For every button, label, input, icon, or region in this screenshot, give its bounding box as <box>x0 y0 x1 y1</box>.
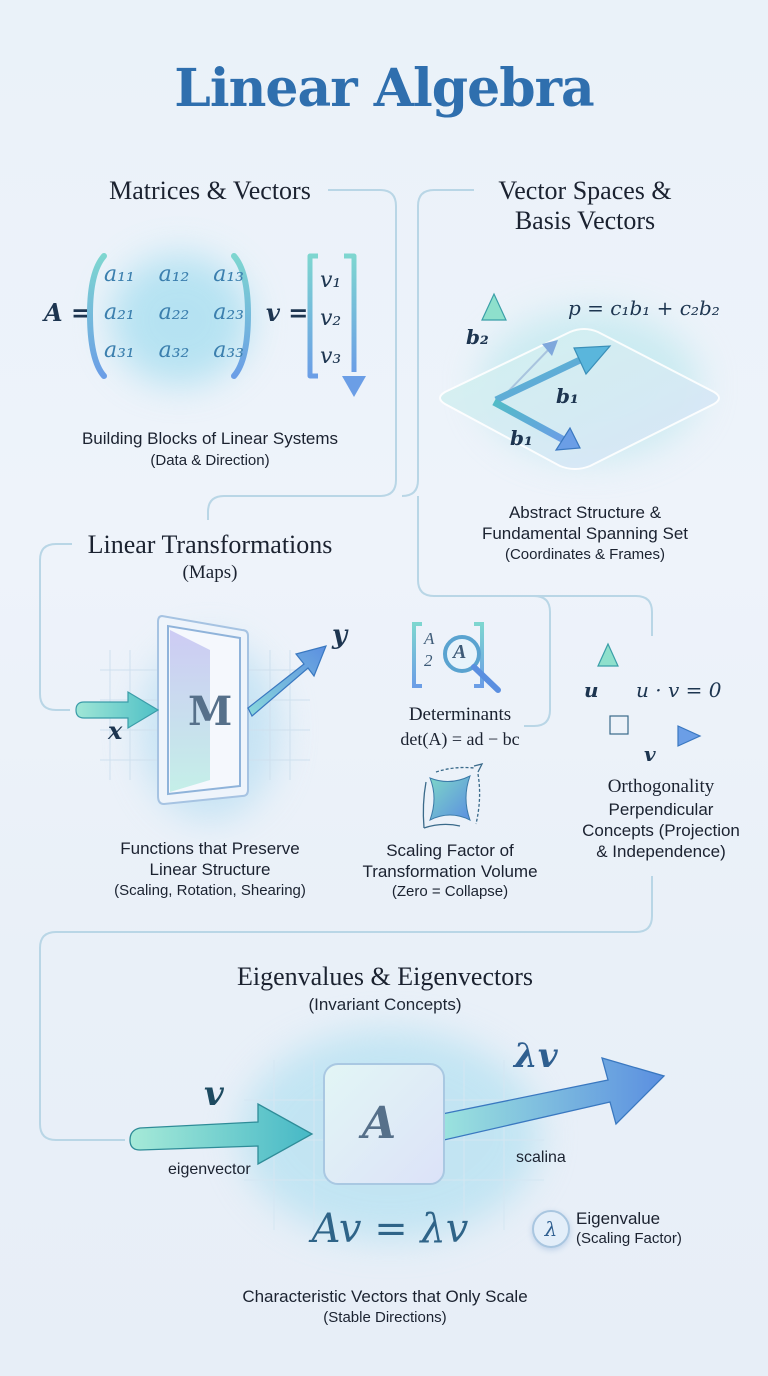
transformations-caption-sub: (Scaling, Rotation, Shearing) <box>114 882 306 899</box>
matrix-label: A = <box>44 298 92 327</box>
matrix-entry: a₂₂ <box>158 300 190 325</box>
vector-bracket-arrow-icon <box>307 253 366 397</box>
determinants-formula: det(A) = ad − bc <box>400 729 520 749</box>
transformations-heading: Linear Transformations <box>87 530 333 559</box>
eigenvalue-legend-1: Eigenvalue <box>576 1209 661 1228</box>
vector-spaces-heading-2: Basis Vectors <box>514 206 656 235</box>
matrix-entry: a₁₃ <box>213 262 244 287</box>
determinant-icon-letter: 2 <box>424 651 433 670</box>
vector-entry: v₃ <box>320 344 342 369</box>
eigen-transform-icon <box>129 1057 666 1230</box>
eigenvector-caption: eigenvector <box>168 1161 251 1178</box>
lambda-badge: λ <box>532 1210 570 1248</box>
output-y-label: y <box>332 620 348 650</box>
vector-entries: v₁ v₂ v₃ <box>320 262 341 376</box>
determinant-magnifier-icon <box>412 622 501 693</box>
eigenvalue-legend-2: (Scaling Factor) <box>576 1230 682 1247</box>
b1-upper-label: b₁ <box>556 384 579 408</box>
eigenvector-label: v <box>204 1074 224 1114</box>
scaling-caption: scalina <box>516 1149 566 1166</box>
vector-spaces-caption-1: Abstract Structure & <box>508 503 662 522</box>
b2-label: b₂ <box>466 325 489 349</box>
vector-spaces-formula: p = c₁b₁ + c₂b₂ <box>568 296 720 320</box>
eigen-heading-sub: (Invariant Concepts) <box>308 995 462 1014</box>
eigen-matrix-symbol: A <box>362 1098 397 1149</box>
matrix-entries: a₁₁ a₁₂ a₁₃ a₂₁ a₂₂ a₂₃ a₃₁ a₃₂ a₃₃ <box>104 262 244 376</box>
orthogonality-formula: u · v = 0 <box>636 678 722 702</box>
transformations-caption-2: Linear Structure <box>149 860 271 879</box>
volume-scaling-icon <box>422 763 484 829</box>
determinant-icon-letter: A <box>424 629 435 648</box>
v-label: v <box>644 742 656 766</box>
matrix-entry: a₁₂ <box>158 262 190 287</box>
eigen-caption-sub: (Stable Directions) <box>323 1309 447 1326</box>
determinant-icon-letters: A 2 <box>424 628 434 672</box>
matrix-entry: a₃₃ <box>213 338 244 363</box>
orthogonality-caption-2: Perpendicular <box>608 800 714 819</box>
matrix-entry: a₂₁ <box>104 300 135 325</box>
orthogonality-heading: Orthogonality <box>607 776 715 797</box>
vector-spaces-caption-2: Fundamental Spanning Set <box>481 524 689 543</box>
determinant-lens-letter: A <box>453 641 467 663</box>
transformation-matrix-icon <box>75 614 328 806</box>
matrices-caption-sub: (Data & Direction) <box>150 452 270 469</box>
matrices-heading: Matrices & Vectors <box>109 176 311 205</box>
orthogonality-caption-4: & Independence) <box>596 842 726 861</box>
basis-vectors-plane-icon <box>439 292 720 470</box>
vector-spaces-caption-sub: (Coordinates & Frames) <box>504 546 666 563</box>
b1-lower-label: b₁ <box>510 426 533 450</box>
vector-spaces-heading-1: Vector Spaces & <box>498 176 672 205</box>
determinants-caption-sub: (Zero = Collapse) <box>391 883 509 900</box>
page-title: Linear Algebra <box>174 58 594 119</box>
determinants-caption-2: Transformation Volume <box>362 862 538 881</box>
matrices-caption: Building Blocks of Linear Systems <box>81 429 339 448</box>
lambda-v-label: λv <box>514 1036 558 1076</box>
matrix-parentheses-icon <box>86 253 252 379</box>
eigen-equation: Av = λv <box>311 1206 469 1252</box>
eigen-caption: Characteristic Vectors that Only Scale <box>242 1287 528 1306</box>
transformation-matrix-symbol: M <box>188 688 233 735</box>
vector-entry: v₂ <box>320 306 342 331</box>
transformations-heading-sub: (Maps) <box>182 562 238 583</box>
matrix-entry: a₃₂ <box>158 338 190 363</box>
orthogonality-caption-3: Concepts (Projection <box>582 821 740 840</box>
matrix-entry: a₁₁ <box>104 262 135 287</box>
vector-entry: v₁ <box>320 268 342 293</box>
input-x-label: x <box>108 716 123 745</box>
eigen-heading: Eigenvalues & Eigenvectors <box>236 962 534 991</box>
determinants-heading: Determinants <box>408 704 512 725</box>
matrix-entry: a₂₃ <box>213 300 244 325</box>
vector-label: v = <box>266 298 309 327</box>
determinants-caption-1: Scaling Factor of <box>386 841 514 860</box>
u-label: u <box>584 678 599 702</box>
orthogonal-vectors-icon <box>597 642 702 747</box>
transformations-caption-1: Functions that Preserve <box>120 839 300 858</box>
matrix-entry: a₃₁ <box>104 338 135 363</box>
matrix-glow <box>110 255 250 385</box>
lambda-symbol: λ <box>544 1217 558 1241</box>
